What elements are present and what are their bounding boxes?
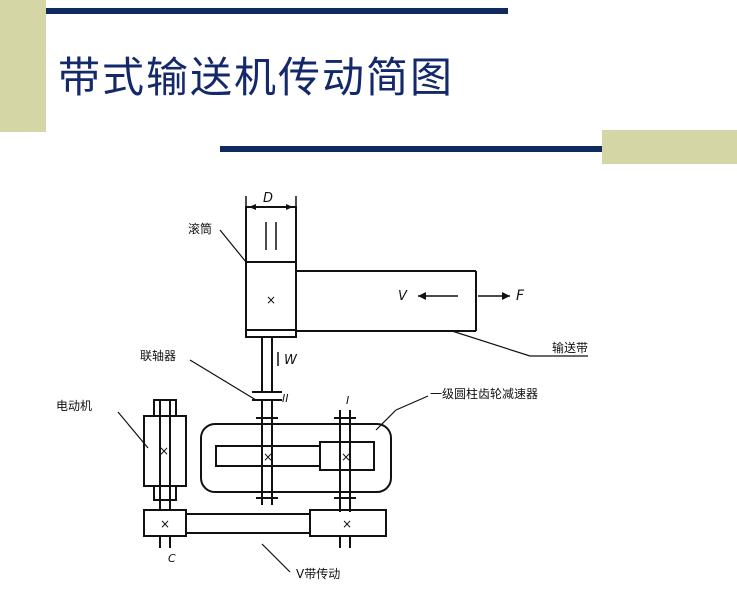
label-w: W	[284, 353, 298, 368]
left-accent-block	[0, 0, 46, 132]
top-title-bar	[46, 8, 508, 14]
label-v-belt-drive: V带传动	[296, 566, 340, 581]
bottom-title-bar	[220, 146, 737, 152]
motor: ×	[143, 399, 187, 510]
svg-text:×: ×	[160, 517, 170, 531]
svg-text:×: ×	[342, 517, 352, 531]
slide-title: 带式输送机传动简图	[58, 53, 455, 102]
drum-center-mark: ×	[266, 293, 276, 307]
svg-text:×: ×	[159, 444, 169, 458]
velocity-arrow	[418, 292, 458, 300]
coupling	[252, 337, 282, 418]
drum: ×	[245, 206, 297, 338]
reducer: × ×	[200, 410, 392, 512]
label-v-arrow: V	[398, 289, 408, 304]
v-belt-drive: × ×	[143, 509, 387, 548]
svg-text:×: ×	[341, 450, 351, 464]
label-c: C	[168, 552, 176, 565]
leader-lines	[117, 229, 588, 573]
label-coupling: 联轴器	[140, 348, 176, 363]
label-reducer: 一级圆柱齿轮减速器	[430, 386, 538, 401]
label-d: D	[263, 191, 273, 206]
svg-text:×: ×	[263, 450, 273, 464]
force-arrow	[478, 292, 510, 300]
label-f-arrow: F	[516, 288, 525, 304]
label-conveyor-belt: 输送带	[552, 340, 588, 355]
label-shaft-i: I	[346, 394, 349, 407]
conveyor-belt	[296, 270, 477, 332]
label-drum: 滚筒	[188, 221, 212, 236]
right-accent-block	[602, 130, 737, 164]
label-shaft-ii: II	[282, 392, 289, 405]
label-motor: 电动机	[56, 399, 92, 413]
